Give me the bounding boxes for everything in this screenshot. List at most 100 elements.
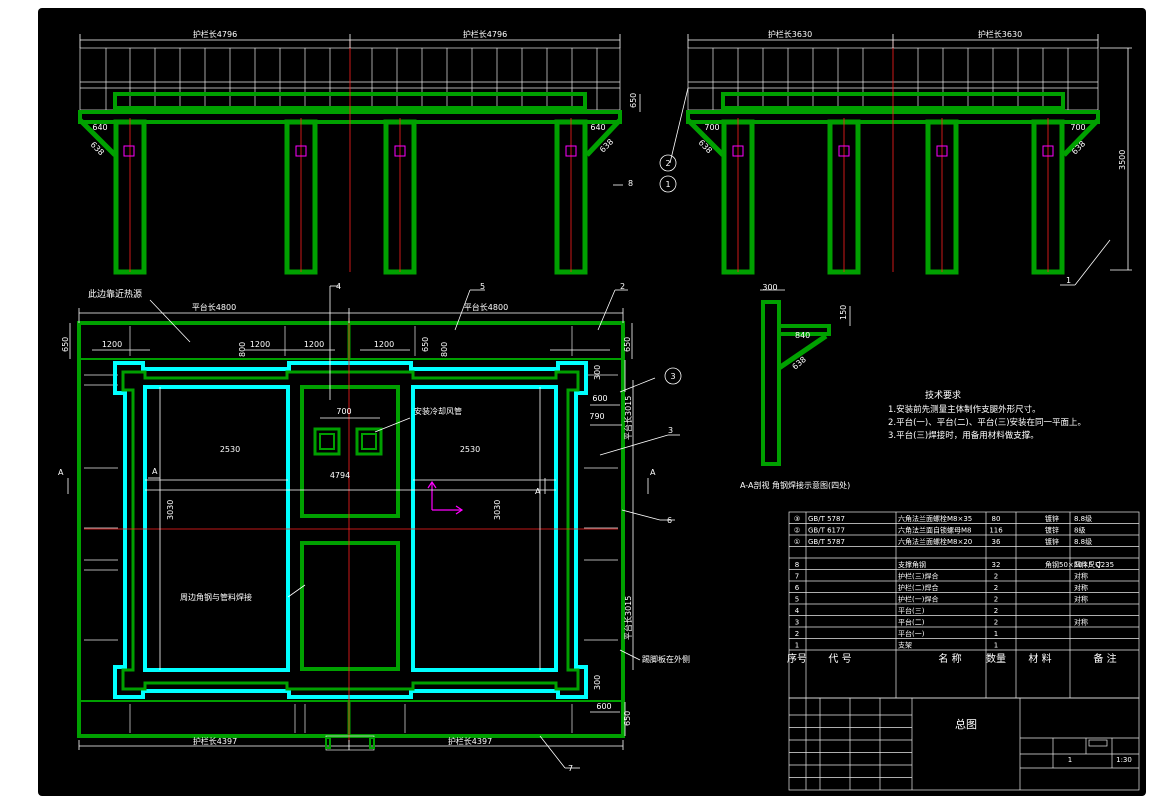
bom-cell-note: 四件尺寸 [1074, 560, 1102, 569]
tech-note-3: 3.平台(三)焊接时，用备用材料做支撑。 [888, 430, 1039, 441]
front-elevation-left: 护栏长4796 护栏长4796 640 640 638 638 650 8 [78, 29, 641, 275]
circled-1: 1 [665, 180, 670, 189]
bom-cell-note: 8.8级 [1074, 537, 1092, 546]
dim-790: 790 [589, 412, 604, 421]
bom-cell-name: 六角法兰面螺栓M8×35 [898, 514, 972, 523]
dim-3500: 3500 [1118, 150, 1127, 170]
dim-600-b: 600 [596, 702, 611, 711]
dim-front-right-a: 护栏长3630 [768, 29, 812, 39]
bom-cell-no: 7 [795, 573, 799, 581]
title-block: 总图 1:30 1 [788, 697, 1140, 791]
bom-cell-material: 角钢50×50×5 Q235 [1045, 560, 1114, 569]
dim-front-left-b: 护栏长4796 [463, 29, 507, 39]
bom-cell-name: 支撑角钢 [898, 560, 926, 569]
technical-requirements: 技术要求 1.安装前先测量主体制作支腿外形尺寸。 2.平台(一)、平台(二)、平… [888, 389, 1086, 441]
dim-plat-width-b: 平台长3015 [623, 596, 633, 640]
callout-3: 3 [668, 426, 673, 435]
dim-3030-left: 3030 [166, 500, 175, 520]
bom-cell-name: 平台(二) [898, 618, 925, 627]
bom-cell-no: ③ [794, 515, 800, 523]
dim-1200-a: 1200 [102, 340, 122, 349]
callout-4: 4 [336, 282, 341, 291]
section-caption: A-A剖视 角钢焊接示意图(四处) [740, 480, 850, 490]
bom-cell-no: 6 [795, 584, 800, 592]
bom-cell-code: GB/T 5787 [808, 538, 845, 546]
dim-plat-right: 平台长4800 [464, 302, 508, 312]
dim-3030-right: 3030 [493, 500, 502, 520]
cad-drawing-sheet [38, 8, 1146, 796]
bom-cell-name: 平台(一) [898, 629, 925, 638]
section-label-a1: A [58, 468, 64, 477]
bom-cell-qty: 116 [989, 527, 1003, 535]
bom-cell-name: 平台(三) [898, 606, 925, 615]
section-detail-aa: 300 150 840 638 A-A剖视 角钢焊接示意图(四处) [740, 283, 851, 490]
bom-cell-name: 护栏(一)焊合 [898, 595, 938, 604]
bom-cell-no: 3 [795, 619, 799, 627]
front-elevation-right: 护栏长3630 护栏长3630 700 700 638 638 3500 1 2… [659, 29, 1132, 286]
section-label-a4: A [650, 468, 656, 477]
bom-cell-qty: 2 [994, 596, 998, 604]
bom-cell-note: 8.8级 [1074, 514, 1092, 523]
bom-header-material: 材 料 [1028, 652, 1051, 665]
bom-cell-qty: 32 [992, 561, 1001, 569]
bom-cell-name: 护栏(三)焊合 [898, 572, 938, 581]
dim-800-b: 800 [440, 342, 449, 357]
callout-5: 5 [480, 282, 485, 291]
detail-dim-300: 300 [762, 283, 777, 292]
bom-cell-name: 支架 [898, 641, 912, 650]
tech-note-1: 1.安装前先测量主体制作支腿外形尺寸。 [888, 404, 1041, 415]
bom-cell-no: ① [794, 538, 800, 546]
callout-6: 6 [667, 516, 672, 525]
dim-800-a: 800 [238, 342, 247, 357]
note-kickplate: 踢脚板在外侧 [642, 654, 690, 664]
dim-650-d: 650 [623, 711, 632, 726]
bom-header-qty: 数量 [986, 652, 1006, 665]
dim-front-right-b: 护栏长3630 [978, 29, 1022, 39]
dim-plat-width-a: 平台长3015 [623, 396, 633, 440]
dim-640-left: 640 [92, 123, 107, 132]
bom-cell-no: 5 [795, 596, 799, 604]
dim-rail-bottom-left: 护栏长4397 [193, 736, 237, 746]
bom-cell-note: 对称 [1074, 583, 1088, 592]
bom-cell-code: GB/T 5787 [808, 515, 845, 523]
bom-cell-qty: 2 [994, 619, 998, 627]
drawing-scale: 1:30 [1116, 756, 1132, 764]
dim-600-a: 600 [592, 394, 607, 403]
bom-cell-no: 1 [795, 642, 799, 650]
dim-plat-left: 平台长4800 [192, 302, 236, 312]
callout-8: 8 [628, 179, 633, 188]
circled-2: 2 [665, 159, 670, 168]
circled-3: 3 [670, 372, 675, 381]
bom-header-name: 名 称 [938, 652, 961, 665]
bom-cell-qty: 2 [994, 573, 998, 581]
note-install-fan: 安装冷却风管 [414, 406, 462, 416]
tech-notes-title: 技术要求 [925, 389, 961, 401]
dim-300-b: 300 [593, 675, 602, 690]
dim-700-right: 700 [1070, 123, 1085, 132]
plan-view: 平台长4800 平台长4800 650 650 1200 1200 1200 1… [58, 282, 690, 773]
dim-638-front-right-r: 638 [1070, 139, 1087, 156]
bom-cell-name: 六角法兰面自锁螺母M8 [898, 526, 972, 535]
dim-2530-right: 2530 [460, 445, 480, 454]
bom-cell-note: 对称 [1074, 572, 1088, 581]
detail-dim-840: 840 [795, 331, 810, 340]
bom-cell-no: 4 [795, 607, 800, 615]
dim-front-left-a: 护栏长4796 [193, 29, 237, 39]
sheet-count: 1 [1068, 756, 1072, 764]
callout-2: 2 [620, 282, 625, 291]
callout-7: 7 [568, 764, 573, 773]
bom-cell-no: 8 [795, 561, 799, 569]
tech-note-2: 2.平台(一)、平台(二)、平台(三)安装在同一平面上。 [888, 417, 1086, 428]
bom-cell-code: GB/T 6177 [808, 527, 845, 535]
bom-cell-note: 对称 [1074, 595, 1088, 604]
bom-cell-material: 镀锌 [1045, 537, 1059, 546]
dim-300-a: 300 [593, 365, 602, 380]
dim-700-left: 700 [704, 123, 719, 132]
note-angle-weld: 周边角钢与管料焊接 [180, 592, 252, 602]
bom-cell-name: 六角法兰面螺栓M8×20 [898, 537, 972, 546]
section-label-a2: A [152, 467, 158, 476]
bom-header-code: 代 号 [828, 653, 851, 665]
bom-cell-no: ② [794, 527, 800, 535]
